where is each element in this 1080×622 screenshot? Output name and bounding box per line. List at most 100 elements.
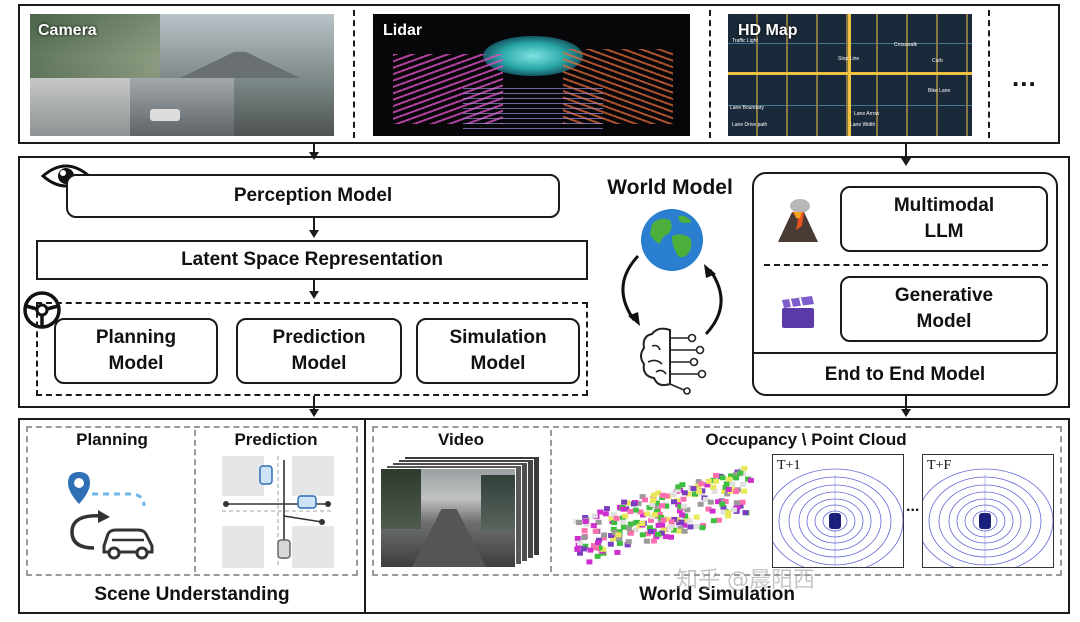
hdmap-annotation: Traffic Light [732,38,758,44]
point-cloud-frame-tf: T+F [922,454,1054,568]
voxel [639,521,646,526]
voxel [655,531,661,537]
voxel [725,510,731,516]
voxel [720,509,727,515]
voxel [729,481,736,487]
arrow-line [905,144,907,160]
voxel [715,499,722,505]
cycle-arrows [621,254,723,336]
hdmap-annotation: Curb [932,58,943,64]
voxel [625,539,632,545]
voxel [677,526,684,531]
hdmap-annotation: Stop Line [838,56,860,62]
voxel [698,481,705,487]
latent-space-label: Latent Space Representation [181,249,443,270]
generative-model-box: Generative Model [840,276,1048,342]
occupancy-voxels [573,465,754,565]
voxel [611,530,618,535]
voxel [650,529,657,535]
voxel [574,536,581,541]
voxel [718,498,725,503]
voxel [705,478,712,484]
volcano-icon [774,196,822,246]
voxel [610,512,617,518]
voxel [686,518,693,524]
planning-model-label: Planning Model [95,327,177,374]
voxel [685,491,692,497]
voxel [592,528,599,534]
voxel [655,490,662,496]
voxel [660,527,667,532]
perception-model-box: Perception Model [66,174,560,218]
voxel [664,516,671,522]
voxel [675,484,682,490]
voxel [663,493,670,499]
voxel [644,511,651,517]
voxel [647,529,654,534]
voxel [658,530,665,536]
voxel [639,494,646,500]
point-cloud-frame-t1: T+1 [772,454,904,568]
voxel [613,515,620,521]
voxel [739,499,746,505]
voxel [692,491,698,497]
voxel [635,501,642,507]
divider [353,10,355,138]
voxel [702,497,709,502]
voxel [704,482,711,488]
voxel [620,524,627,530]
divider [764,264,1048,266]
voxel [633,519,640,525]
voxel [660,517,667,523]
voxel [730,507,737,513]
watermark: 知乎 @晨阳西 [676,568,815,593]
arrow-line [905,396,907,410]
voxel [737,470,744,476]
voxel [697,501,704,507]
voxel [720,505,727,511]
voxel [627,521,634,527]
lidar-label: Lidar [383,22,423,39]
world-simulation-title: World Simulation [639,584,795,605]
voxel [676,528,683,534]
voxel [574,546,581,552]
voxel [742,510,749,516]
voxel [597,509,604,515]
arrow-head [309,230,319,238]
occupancy-subtitle: Occupancy \ Point Cloud [705,430,907,449]
hdmap-label: HD Map [738,22,798,39]
voxel [679,482,686,488]
divider [988,10,990,138]
voxel [651,512,658,518]
voxel [602,511,609,517]
globe-icon [638,206,706,274]
voxel [632,527,639,533]
divider [754,352,1056,354]
voxel [734,505,741,510]
voxel [681,490,688,496]
voxel [591,513,598,519]
voxel [624,542,631,548]
voxel [737,503,744,509]
voxel [719,501,726,507]
voxel [693,514,700,520]
voxel [576,520,583,525]
voxel [622,513,629,519]
voxel [611,520,618,526]
voxel [715,517,722,523]
voxel [656,512,663,518]
models-panel [18,156,1070,408]
voxel [733,500,740,506]
planning-subtitle: Planning [76,430,148,449]
voxel [620,506,627,512]
voxel [669,522,676,528]
voxel [705,506,712,512]
voxel [582,519,589,524]
voxel [693,524,700,529]
voxel [659,492,666,498]
voxel [655,522,662,528]
voxel [653,534,660,540]
voxel [682,513,689,519]
u-turn-arrow-icon [70,510,110,550]
voxel [699,525,706,531]
